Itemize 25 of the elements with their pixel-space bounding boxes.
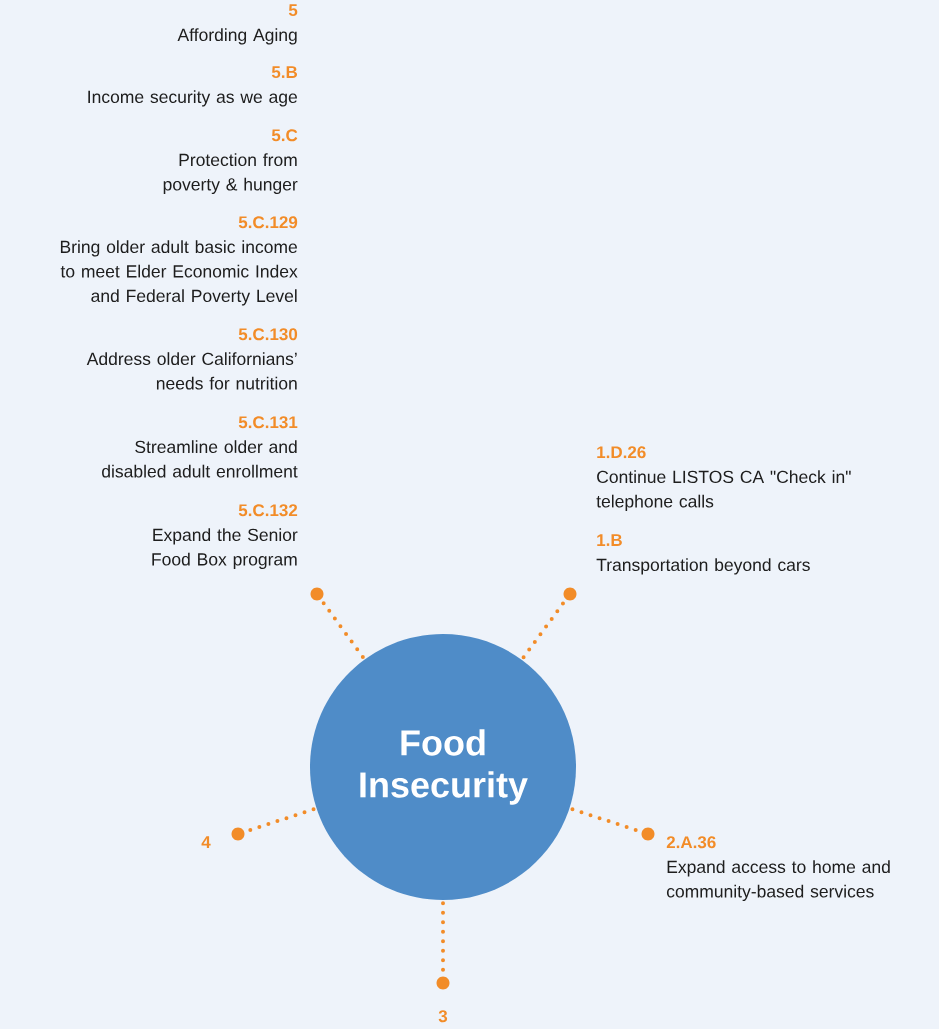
code-label: 5	[288, 4, 298, 17]
code-label: 5.C.130	[238, 328, 298, 341]
description-text: Expand the Senior Food Box program	[152, 528, 298, 570]
code-label: 5.C.129	[238, 216, 298, 229]
code-label: 5.C.131	[238, 416, 298, 429]
code-label: 2.A.36	[666, 836, 716, 849]
description-text: Affording Aging	[177, 28, 297, 45]
description-text: Expand access to home and community-based services	[666, 860, 890, 902]
description-text: Income security as we age	[88, 90, 297, 107]
code-label: 5.B	[271, 66, 298, 79]
code-label: 3	[438, 1010, 448, 1023]
description-text: Streamline older and disabled adult enrollment	[102, 440, 298, 478]
code-label: 1.D.26	[597, 446, 646, 459]
dotted-connector	[521, 599, 567, 660]
code-label: 4	[201, 836, 211, 848]
dotted-connector	[320, 599, 365, 659]
description-text: Transportation beyond cars	[596, 558, 810, 575]
description-text: Bring older adult basic income to meet Elder Economic Index and Federal Poverty Level	[60, 240, 298, 306]
description-text: Continue LISTOS CA "Check in" telephone calls	[596, 470, 851, 512]
description-text: Protection from poverty & hunger	[163, 153, 298, 195]
code-label: 1.B	[597, 534, 622, 546]
code-label: 5.C	[271, 129, 298, 142]
dotted-connector	[245, 807, 316, 833]
description-text: Address older Californians’ needs for nutrition	[86, 352, 297, 390]
code-label: 5.C.132	[238, 504, 298, 517]
